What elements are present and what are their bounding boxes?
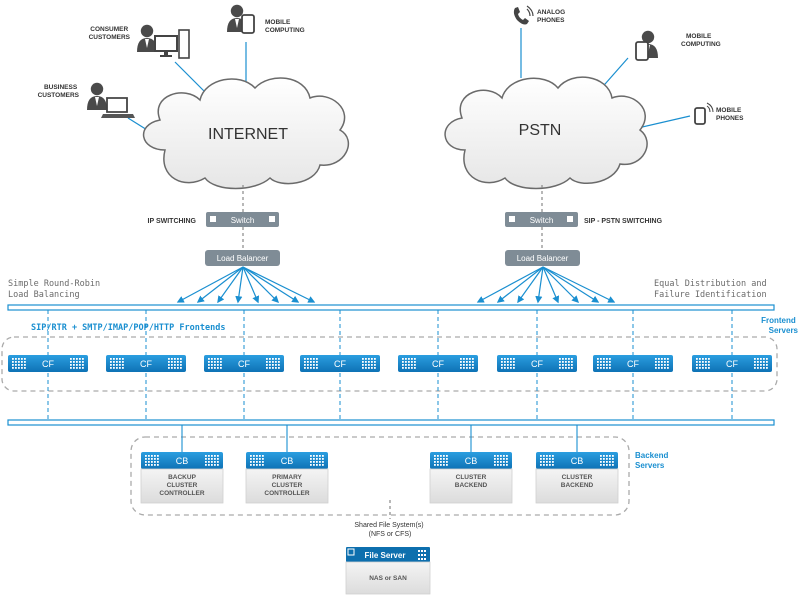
- backend-node-label: CB: [465, 456, 478, 466]
- internet-clients: CONSUMER CUSTOMERS MOBILE COMPUTING BUSI…: [38, 4, 305, 139]
- frontend-cluster-boundary: [1, 336, 778, 392]
- frontend-node-label: CF: [531, 359, 543, 369]
- frontend-server: CF: [8, 355, 88, 372]
- shared-fs-label: Shared File System(s) (NFS or CFS): [354, 522, 425, 538]
- fanout-arrow: [542, 266, 616, 303]
- analog-phone-icon: [513, 5, 534, 25]
- consumer-customer-icon: [137, 24, 190, 59]
- fanout-arrow: [517, 266, 544, 304]
- frontend-node-label: CF: [627, 359, 639, 369]
- pstn-cloud: PSTN: [444, 76, 648, 190]
- mobile-computing-right-label: MOBILE COMPUTING: [681, 33, 721, 48]
- file-server: File Server NAS or SAN: [345, 547, 431, 595]
- frontend-nodes: CF CF CF CF CF CF CF CF: [8, 310, 772, 420]
- pstn-clients: ANALOG PHONES MOBILE COMPUTING MOBILE PH…: [513, 5, 744, 129]
- fanout-arrows-left: [176, 266, 316, 304]
- file-server-label: File Server: [365, 551, 406, 560]
- nas-panel: [345, 561, 431, 595]
- load-balancer-right: Load Balancer: [505, 250, 580, 266]
- fanout-arrow: [542, 266, 560, 304]
- analog-phones-label: ANALOG PHONES: [537, 9, 567, 24]
- frontend-server: CF: [692, 355, 772, 372]
- fanout-arrow: [242, 266, 300, 303]
- fanout-arrow: [196, 266, 244, 303]
- business-customers-label: BUSINESS CUSTOMERS: [38, 84, 80, 99]
- fanout-arrow: [217, 266, 244, 304]
- backend-servers-label: Backend Servers: [635, 451, 671, 470]
- fanout-arrows-right: [476, 266, 616, 304]
- fanout-arrow: [176, 266, 244, 303]
- mobile-computing-icon: [227, 4, 255, 34]
- frontend-node-label: CF: [726, 359, 738, 369]
- switch-left-label: Switch: [231, 216, 255, 225]
- frontend-node-label: CF: [42, 359, 54, 369]
- frontend-server: CF: [106, 355, 186, 372]
- backend-node-label: CB: [281, 456, 294, 466]
- mobile-computing-right-icon: [635, 30, 658, 61]
- frontend-server: CF: [497, 355, 577, 372]
- fanout-arrow: [242, 266, 316, 303]
- frontend-server: CF: [398, 355, 478, 372]
- fanout-arrow: [496, 266, 544, 303]
- frontend-server: CF: [300, 355, 380, 372]
- frontend-node-label: CF: [140, 359, 152, 369]
- frontend-server: CF: [593, 355, 673, 372]
- frontend-bus: [7, 304, 775, 311]
- sip-pstn-switching-label: SIP - PSTN SWITCHING: [584, 218, 663, 225]
- mobile-phones-label: MOBILE PHONES: [716, 107, 744, 122]
- fanout-arrow: [235, 266, 244, 304]
- internet-cloud: INTERNET: [142, 77, 350, 190]
- backend-node-label: CB: [571, 456, 584, 466]
- nas-or-san-label: NAS or SAN: [369, 575, 407, 582]
- consumer-link: [174, 61, 206, 93]
- round-robin-label: Simple Round-Robin Load Balancing: [8, 279, 105, 300]
- load-balancer-right-label: Load Balancer: [517, 254, 569, 263]
- frontend-node-label: CF: [238, 359, 250, 369]
- ip-switching-label: IP SWITCHING: [148, 218, 197, 225]
- load-balancer-left-label: Load Balancer: [217, 254, 269, 263]
- equal-distribution-label: Equal Distribution and Failure Identific…: [654, 279, 772, 300]
- frontend-server: CF: [204, 355, 284, 372]
- fanout-arrow: [535, 266, 544, 304]
- backend-cluster-boundary: [130, 436, 630, 516]
- fanout-arrow: [542, 266, 600, 303]
- switch-right: Switch: [505, 212, 578, 227]
- mobile-phones-link: [637, 115, 691, 129]
- switch-left: Switch: [206, 212, 279, 227]
- consumer-customers-label: CONSUMER CUSTOMERS: [89, 26, 131, 41]
- frontend-node-label: CF: [334, 359, 346, 369]
- backend-node-label: CB: [176, 456, 189, 466]
- fanout-arrow: [242, 266, 280, 304]
- backend-bus: [7, 419, 775, 426]
- fanout-arrow: [476, 266, 544, 303]
- business-customer-icon: [87, 82, 135, 118]
- fanout-arrow: [242, 266, 260, 304]
- frontend-servers-label: Frontend Servers: [761, 316, 798, 335]
- internet-label: INTERNET: [208, 126, 288, 143]
- load-balancer-left: Load Balancer: [205, 250, 280, 266]
- frontends-caption: SIP/RTR + SMTP/IMAP/POP/HTTP Frontends: [31, 323, 225, 333]
- pstn-label: PSTN: [519, 122, 562, 139]
- frontend-node-label: CF: [432, 359, 444, 369]
- mobile-computing-label: MOBILE COMPUTING: [265, 19, 305, 34]
- mobile-phone-icon: [694, 102, 714, 125]
- switch-right-label: Switch: [530, 216, 554, 225]
- fanout-arrow: [542, 266, 580, 304]
